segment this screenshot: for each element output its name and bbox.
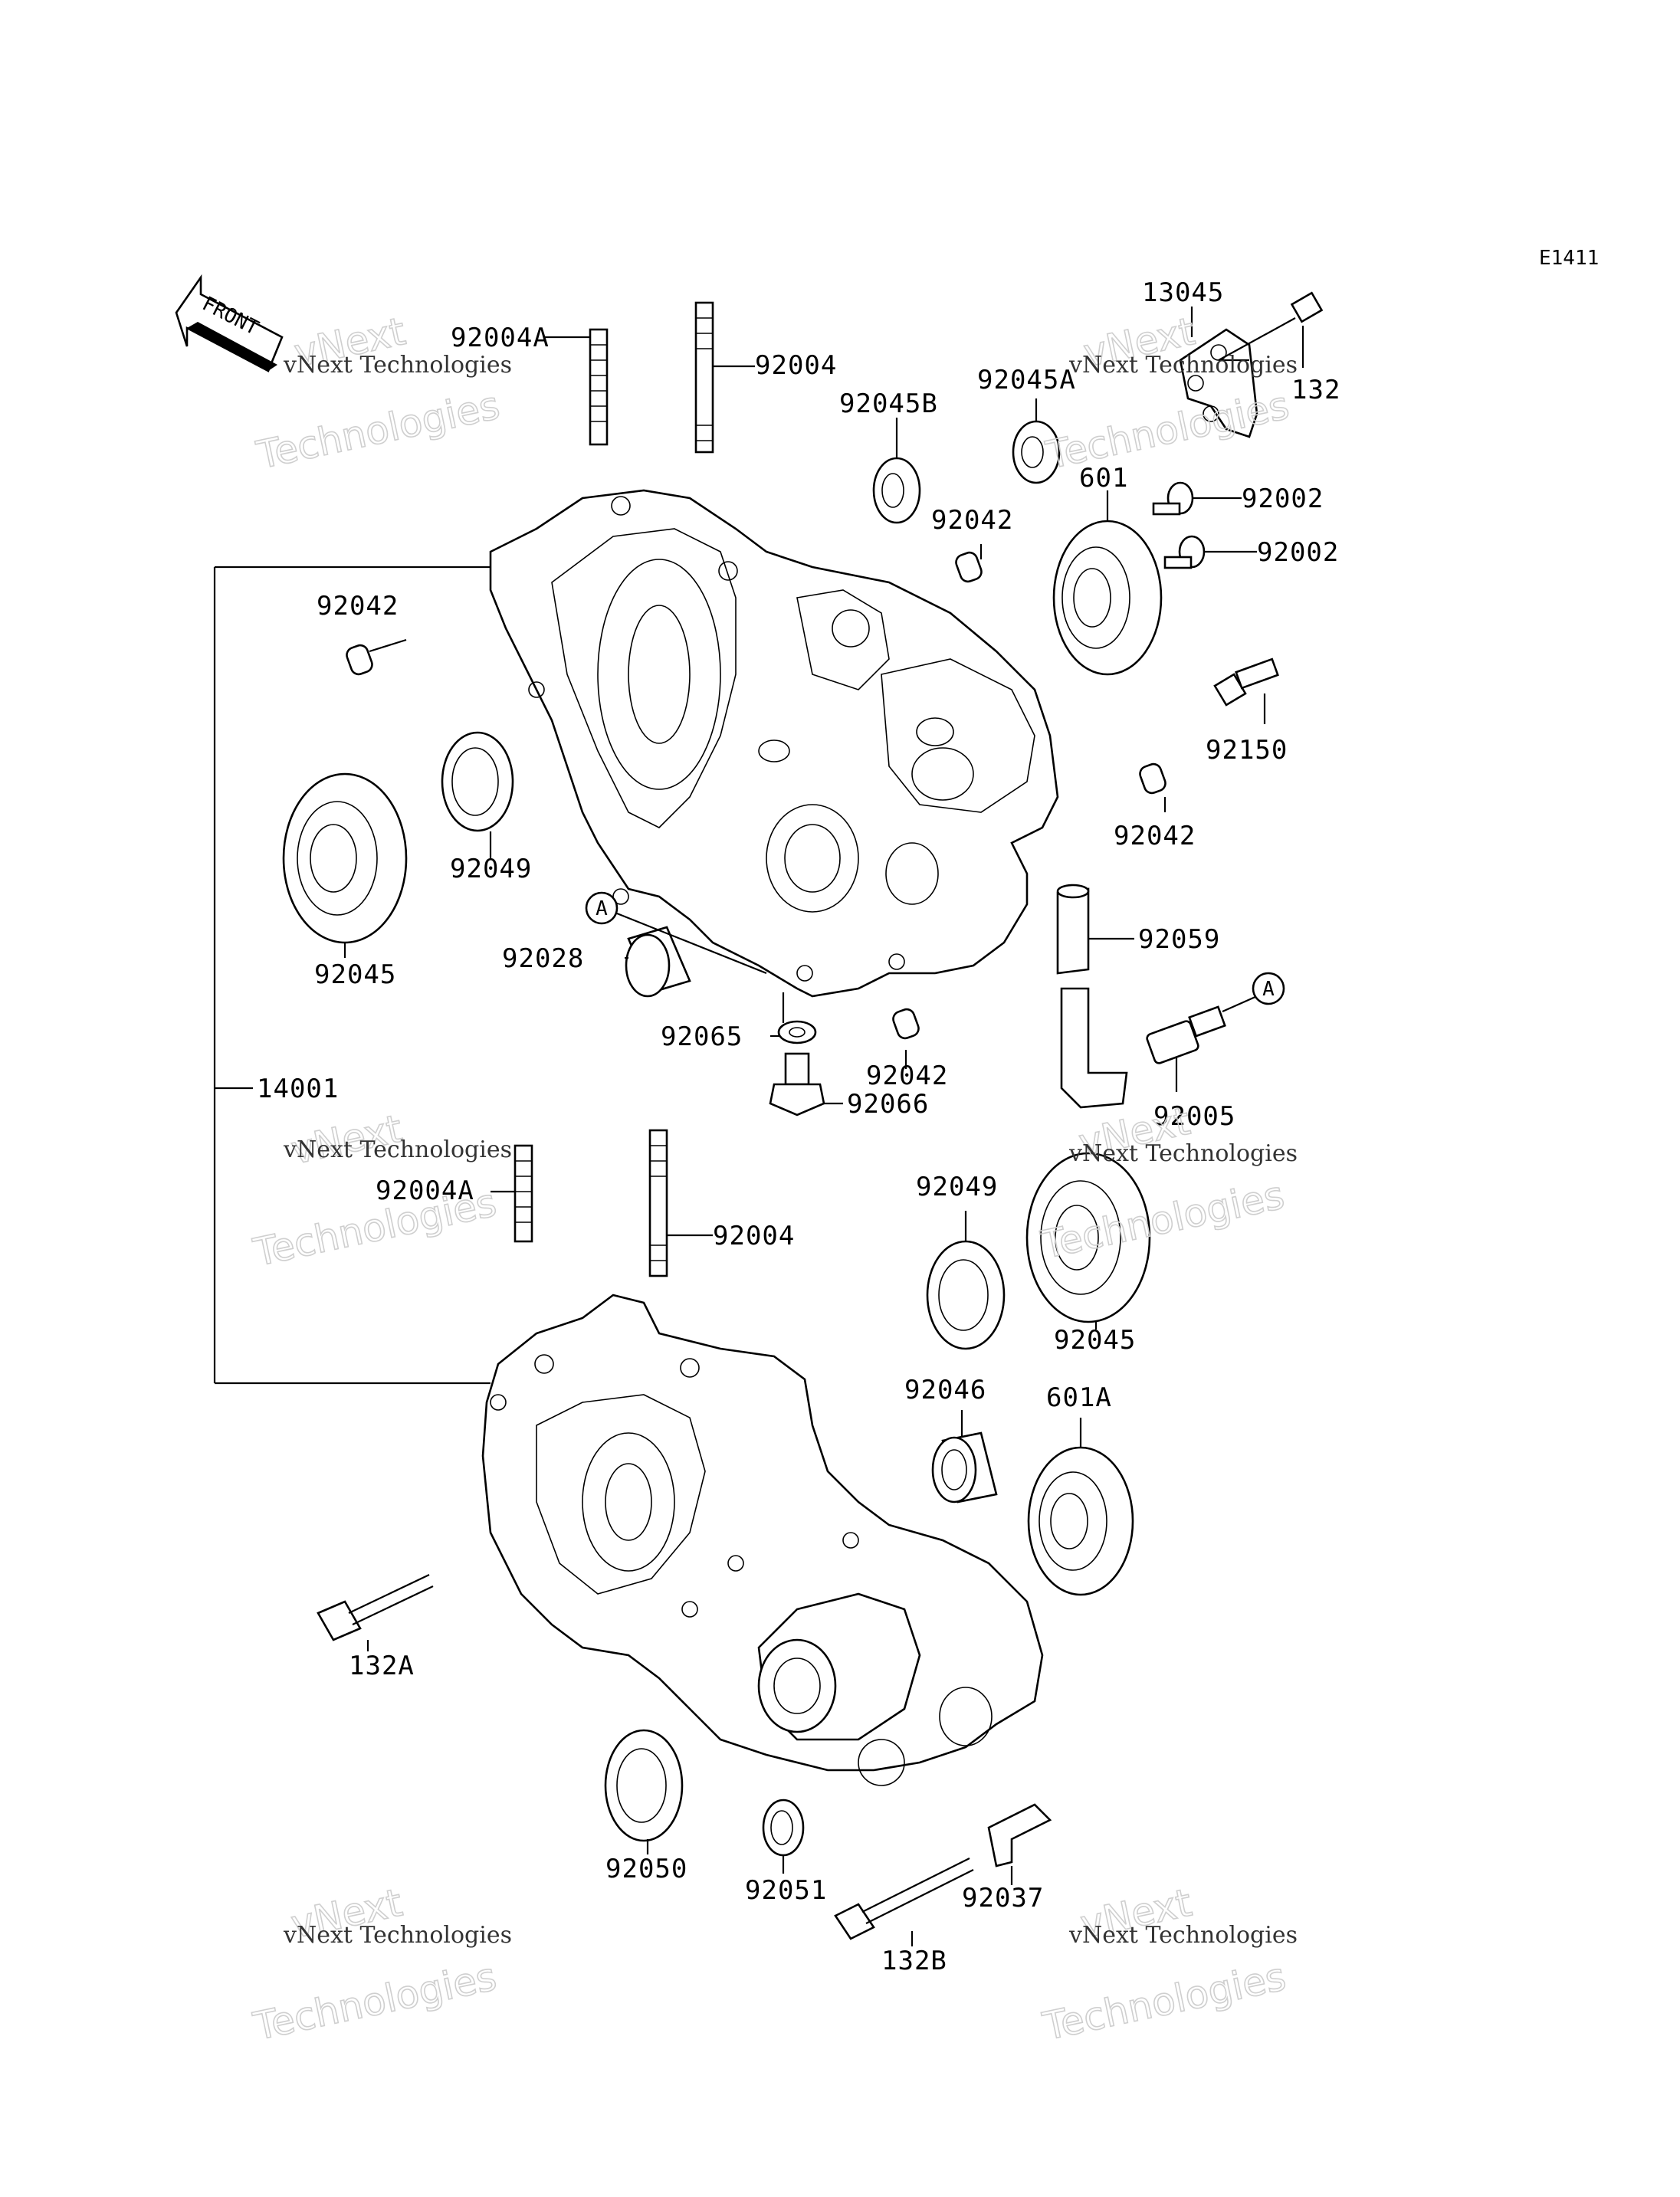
watermark-5: vNext Technologies — [249, 1880, 501, 2050]
watermark-6: vNext Technologies — [1039, 1880, 1291, 2050]
seal-92049-top — [441, 731, 514, 832]
label-132B: 132B — [881, 1946, 947, 1976]
collar-92028 — [625, 926, 691, 998]
label-92042-right: 92042 — [1114, 821, 1196, 851]
watermark-text-6: vNext Technologies — [1068, 1922, 1298, 1949]
bearing-601A — [1027, 1446, 1134, 1596]
bolt-132B — [834, 1858, 974, 1940]
label-92042-bottom: 92042 — [866, 1061, 948, 1091]
label-92042-left: 92042 — [317, 591, 399, 621]
label-92059: 92059 — [1138, 924, 1220, 955]
fitting-92150 — [1213, 657, 1279, 707]
label-92045-top: 92045 — [314, 959, 396, 990]
dowel-92042-mid — [955, 551, 983, 583]
label-92028: 92028 — [502, 943, 584, 974]
label-132A: 132A — [349, 1651, 415, 1681]
drain-bolt-92066 — [769, 1052, 825, 1117]
svg-text:Technologies: Technologies — [249, 1954, 500, 2049]
seal-92050 — [604, 1729, 684, 1842]
bolt-92002-a — [1152, 481, 1194, 516]
label-92051: 92051 — [745, 1875, 827, 1906]
label-92042-mid: 92042 — [931, 505, 1013, 536]
label-92004A-bottom: 92004A — [376, 1176, 474, 1206]
bearing-92045B — [872, 457, 921, 524]
leader-lines — [213, 307, 1304, 1946]
front-arrow-icon — [175, 274, 284, 372]
label-14001: 14001 — [257, 1074, 339, 1104]
label-92004-top: 92004 — [755, 350, 837, 381]
label-92045B: 92045B — [839, 389, 938, 419]
dowel-92042-bottom — [892, 1008, 920, 1040]
label-92046: 92046 — [904, 1375, 986, 1405]
label-92037: 92037 — [962, 1883, 1044, 1913]
label-92045-bottom: 92045 — [1054, 1325, 1136, 1356]
seal-92051 — [762, 1799, 805, 1857]
bracket-13045 — [1179, 328, 1258, 438]
label-92050: 92050 — [605, 1854, 687, 1884]
stud-92004A-top — [589, 328, 609, 446]
dowel-92042-right — [1139, 762, 1166, 795]
label-601: 601 — [1079, 463, 1128, 494]
needle-bearing-92046 — [931, 1431, 998, 1503]
svg-text:Technologies: Technologies — [1039, 1954, 1289, 2049]
label-92065: 92065 — [661, 1021, 743, 1052]
watermark-text-3: vNext Technologies — [283, 1136, 512, 1163]
ref-bubble-left — [585, 891, 619, 925]
bearing-92045-top — [282, 772, 408, 944]
stud-92004-bottom — [648, 1129, 668, 1277]
label-601A: 601A — [1046, 1382, 1112, 1413]
label-92004A-top: 92004A — [451, 323, 550, 353]
label-92004-bottom: 92004 — [713, 1221, 795, 1251]
bolt-132 — [1218, 291, 1324, 361]
label-92049-top: 92049 — [450, 854, 532, 884]
diagram-code: E1411 — [1539, 247, 1599, 270]
seal-92049-bottom — [926, 1240, 1006, 1350]
stud-92004-top — [694, 301, 714, 454]
label-92002-b: 92002 — [1257, 537, 1339, 568]
watermark-text-2: vNext Technologies — [1068, 352, 1298, 379]
fitting-92005 — [1146, 1005, 1226, 1064]
dowel-92042-left — [346, 644, 373, 676]
stud-92004A-bottom — [514, 1144, 533, 1243]
svg-text:Technologies: Technologies — [253, 383, 504, 478]
svg-text:Technologies: Technologies — [1042, 383, 1293, 478]
watermark-text-1: vNext Technologies — [283, 352, 512, 379]
label-92049-bottom: 92049 — [916, 1172, 998, 1202]
bolt-92002-b — [1163, 535, 1206, 569]
label-92150: 92150 — [1206, 735, 1288, 766]
watermark-1: vNext Technologies — [252, 308, 504, 478]
label-92005: 92005 — [1153, 1101, 1235, 1132]
label-92002-a: 92002 — [1242, 484, 1324, 514]
watermark-text-4: vNext Technologies — [1068, 1140, 1298, 1167]
label-132: 132 — [1291, 375, 1340, 405]
label-13045: 13045 — [1142, 277, 1224, 308]
bearing-601 — [1052, 520, 1163, 676]
watermark-text-5: vNext Technologies — [283, 1922, 512, 1949]
bolt-132A — [317, 1574, 434, 1641]
ref-marker-right: A — [1262, 978, 1275, 1001]
washer-92065 — [777, 1020, 817, 1044]
ref-bubble-right — [1252, 972, 1285, 1005]
hose-92059 — [1056, 884, 1128, 1109]
ref-marker-left: A — [596, 897, 608, 920]
lower-crankcase-half — [481, 1294, 1044, 1786]
label-92045A: 92045A — [977, 365, 1076, 395]
upper-crankcase-half — [489, 489, 1059, 998]
clamp-92037 — [987, 1803, 1052, 1867]
bearing-92045-bottom — [1025, 1152, 1151, 1323]
label-92066: 92066 — [847, 1089, 929, 1120]
